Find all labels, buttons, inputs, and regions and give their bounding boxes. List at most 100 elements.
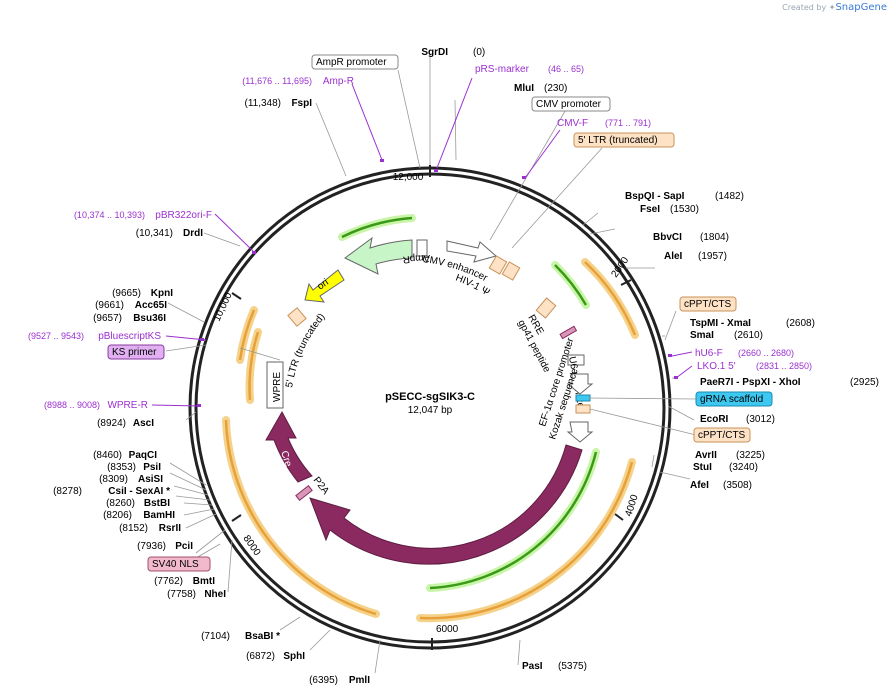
gp41-box bbox=[559, 325, 578, 340]
enzyme-name: AvrII bbox=[695, 450, 717, 461]
enzyme-name: PaeR7I - PspXI - XhoI bbox=[700, 377, 801, 388]
ks-primer-label: KS primer bbox=[112, 347, 157, 358]
primer-range: (46 .. 65) bbox=[548, 64, 584, 74]
enzyme-name: BspQI - SapI bbox=[625, 191, 685, 202]
cas9-arrow bbox=[309, 444, 583, 565]
enzyme-position: (8278) bbox=[53, 486, 82, 497]
tick-mark bbox=[620, 279, 632, 286]
primer-range: (2660 .. 2680) bbox=[738, 348, 794, 358]
label-box bbox=[679, 296, 737, 312]
primer-range: (10,374 .. 10,393) bbox=[74, 210, 145, 220]
cppt-cts-label: cPPT/CTS bbox=[698, 430, 746, 441]
ltr-small-box bbox=[488, 255, 508, 275]
tick-mark bbox=[231, 514, 242, 522]
ltr-small-box bbox=[501, 261, 521, 281]
green-region-arrow bbox=[429, 451, 598, 590]
enzyme-position: (6395) bbox=[309, 675, 338, 686]
enzyme-position: (8152) bbox=[119, 523, 148, 534]
enzyme-name: AscI bbox=[133, 418, 154, 429]
u6-box bbox=[567, 354, 585, 366]
primer-marks bbox=[197, 159, 678, 407]
enzyme-position: (8924) bbox=[97, 418, 126, 429]
enzyme-position: (7104) bbox=[201, 631, 230, 642]
enzyme-name: EcoRI bbox=[700, 414, 729, 425]
enzyme-name: PaqCI bbox=[129, 450, 158, 461]
label-box bbox=[147, 556, 211, 572]
p2a-box bbox=[295, 485, 313, 501]
ltr-label: 5' LTR (truncated) bbox=[284, 312, 327, 389]
ampr-promoter-box bbox=[416, 239, 428, 257]
green-region-arrow bbox=[341, 216, 413, 239]
enzyme-name: Acc65I bbox=[135, 300, 167, 311]
enzyme-name: DrdI bbox=[183, 228, 203, 239]
enzyme-position: (1482) bbox=[715, 191, 744, 202]
primer-name: pBluescriptKS bbox=[98, 331, 161, 342]
primer-name: hU6-F bbox=[695, 348, 723, 359]
enzyme-leader-lines bbox=[165, 55, 697, 674]
tick-label: 12,000 bbox=[393, 172, 424, 183]
enzyme-name: PciI bbox=[175, 541, 193, 552]
enzyme-name: AleI bbox=[664, 251, 683, 262]
primer-range: (11,676 .. 11,695) bbox=[242, 76, 312, 86]
primer-name: pBR322ori-F bbox=[155, 210, 212, 221]
enzyme-name: Bsu36I bbox=[133, 313, 166, 324]
label-box bbox=[311, 54, 399, 70]
orange-region-arrow bbox=[248, 331, 260, 401]
enzyme-name: AfeI bbox=[690, 480, 709, 491]
green-region-arrow bbox=[554, 264, 588, 306]
enzyme-position: (1957) bbox=[698, 251, 727, 262]
enzyme-name: SphI bbox=[283, 651, 305, 662]
enzyme-name: PmlI bbox=[349, 675, 370, 686]
enzyme-position: (2610) bbox=[734, 330, 763, 341]
grna-scaffold-feature bbox=[575, 394, 591, 402]
ori-arrow bbox=[304, 269, 345, 303]
enzyme-position: (5375) bbox=[558, 661, 587, 672]
ltr-box bbox=[287, 307, 307, 327]
cppt-box bbox=[575, 404, 591, 414]
enzyme-position: (9657) bbox=[93, 313, 122, 324]
enzyme-position: (7758) bbox=[167, 589, 196, 600]
orange-region-arrow bbox=[224, 419, 377, 616]
ltr-truncated-label: 5' LTR (truncated) bbox=[578, 135, 658, 146]
primer-range: (2831 .. 2850) bbox=[756, 361, 812, 371]
enzyme-position: (10,341) bbox=[136, 228, 173, 239]
label-box bbox=[531, 96, 611, 112]
wpre-label: WPRE bbox=[272, 372, 283, 402]
rre-box bbox=[535, 297, 557, 319]
primer-name: WPRE-R bbox=[107, 400, 148, 411]
enzyme-position: (9661) bbox=[95, 300, 124, 311]
snapgene-watermark: Created by ✦SnapGene bbox=[782, 2, 887, 13]
boxed-labels: AmpR promoter CMV promoter 5' LTR (trunc… bbox=[107, 54, 773, 572]
cppt-region-arrow bbox=[584, 261, 637, 336]
grna-scaffold-label: gRNA scaffold bbox=[700, 394, 763, 405]
enzyme-name: PasI bbox=[522, 661, 543, 672]
cre-label: Cre bbox=[278, 450, 294, 469]
cmv-promoter-label: CMV promoter bbox=[536, 99, 602, 110]
tick-mark bbox=[614, 513, 624, 521]
primer-labels: pRS-marker (46 .. 65) CMV-F (771 .. 791)… bbox=[28, 64, 812, 411]
enzyme-position: (1530) bbox=[670, 204, 699, 215]
cppt-cts-label: cPPT/CTS bbox=[684, 299, 732, 310]
primer-name: CMV-F bbox=[557, 118, 588, 129]
label-box bbox=[695, 391, 773, 407]
tick-label: 2000 bbox=[609, 255, 631, 280]
plasmid-length: 12,047 bp bbox=[408, 405, 453, 416]
label-box bbox=[107, 344, 165, 360]
orange-region-arrow bbox=[238, 309, 256, 361]
plasmid-name: pSECC-sgSIK3-C bbox=[385, 391, 475, 403]
sv40-nls-label: SV40 NLS bbox=[152, 559, 199, 570]
enzyme-position: (8353) bbox=[107, 462, 136, 473]
enzyme-name: BstBI bbox=[144, 498, 170, 509]
enzyme-position: (3240) bbox=[729, 462, 758, 473]
primer-range: (771 .. 791) bbox=[605, 118, 651, 128]
tick-mark bbox=[231, 292, 242, 300]
enzyme-position: (7936) bbox=[137, 541, 166, 552]
enzyme-name: FseI bbox=[640, 204, 660, 215]
tick-label: 10,000 bbox=[212, 291, 235, 324]
enzyme-name: BsaBI * bbox=[245, 631, 280, 642]
enzyme-position: (0) bbox=[473, 47, 485, 58]
enzyme-position: (3012) bbox=[746, 414, 775, 425]
enzyme-name: AsiSI bbox=[138, 474, 163, 485]
ori-label: ori bbox=[315, 277, 330, 292]
